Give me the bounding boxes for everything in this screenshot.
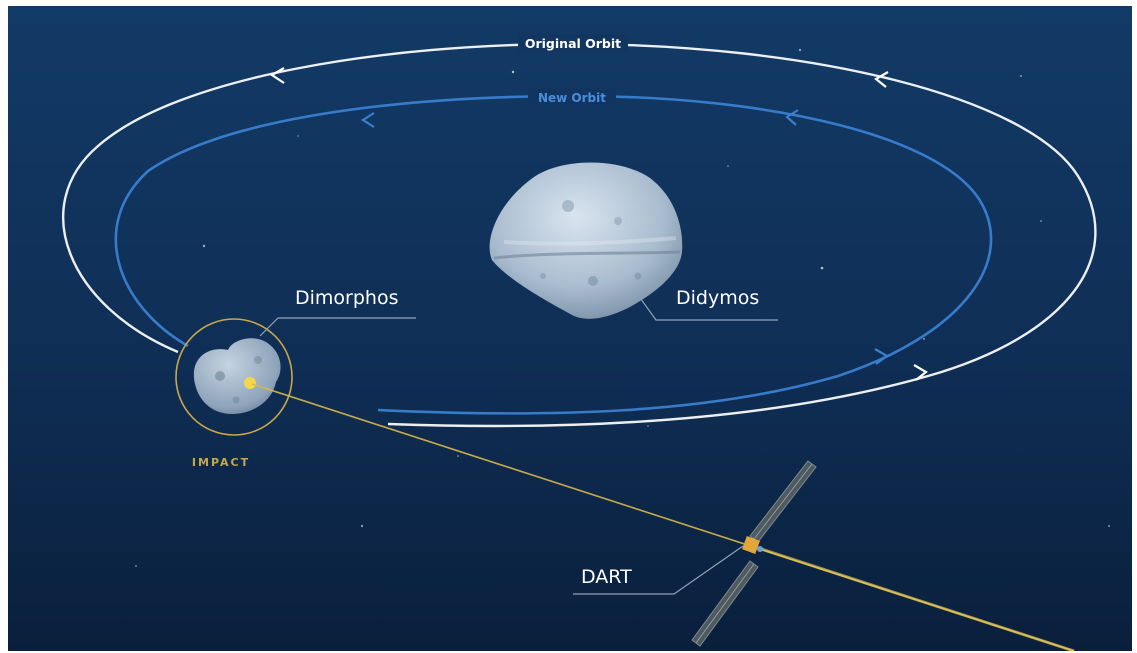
dart-callout: DART bbox=[573, 545, 744, 595]
space-background bbox=[8, 6, 1132, 651]
chevron-arrow-icon bbox=[360, 112, 375, 128]
chevron-arrow-icon bbox=[874, 71, 889, 88]
dart-spacecraft-icon bbox=[691, 460, 817, 647]
chevron-arrow-icon bbox=[269, 67, 285, 84]
new-orbit-label: New Orbit bbox=[538, 91, 606, 105]
impact-dot-icon bbox=[244, 377, 256, 389]
original-orbit: Original Orbit bbox=[61, 34, 1097, 428]
didymos-callout: Didymos bbox=[637, 287, 778, 321]
didymos-asteroid bbox=[489, 162, 683, 319]
new-orbit: New Orbit bbox=[114, 88, 993, 415]
dimorphos-moonlet bbox=[175, 318, 293, 436]
chevron-arrow-icon bbox=[874, 348, 890, 365]
impact-label: IMPACT bbox=[192, 456, 250, 469]
dimorphos-callout: Dimorphos bbox=[259, 287, 416, 337]
dart-label: DART bbox=[581, 566, 632, 588]
original-orbit-label: Original Orbit bbox=[525, 36, 621, 51]
original-orbit-path bbox=[61, 42, 1097, 428]
dart-mission-diagram: Original Orbit New Orbit Didymos bbox=[8, 6, 1132, 651]
impact-ring bbox=[175, 318, 293, 436]
dimorphos-label: Dimorphos bbox=[295, 287, 398, 309]
chevron-arrow-icon bbox=[913, 364, 928, 381]
star-field bbox=[135, 48, 1110, 567]
didymos-label: Didymos bbox=[676, 287, 759, 309]
new-orbit-path bbox=[114, 94, 993, 415]
diagram-canvas: Original Orbit New Orbit Didymos bbox=[8, 6, 1132, 651]
chevron-arrow-icon bbox=[785, 109, 799, 126]
dart-trajectory-glow bbox=[751, 544, 1075, 651]
